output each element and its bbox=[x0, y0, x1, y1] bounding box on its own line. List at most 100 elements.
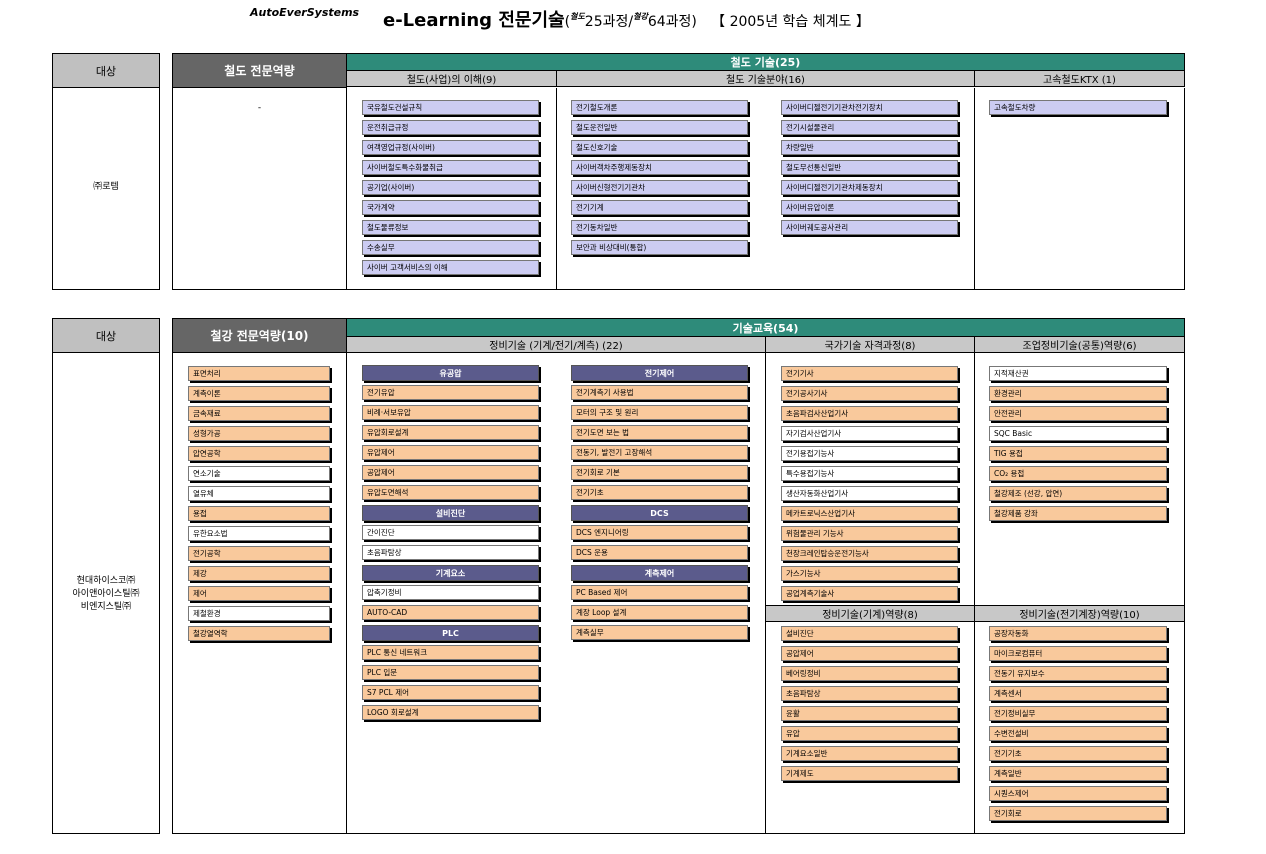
course-item[interactable]: 사이버궤도공사관리 bbox=[781, 220, 958, 235]
course-item[interactable]: 여객영업규정(사이버) bbox=[362, 140, 539, 155]
course-item[interactable]: 전기공사기사 bbox=[781, 386, 958, 401]
course-item[interactable]: 전기철도개론 bbox=[571, 100, 748, 115]
course-item[interactable]: DCS 엔지니어링 bbox=[571, 525, 748, 540]
course-item[interactable]: 공장자동화 bbox=[989, 626, 1167, 641]
course-item[interactable]: 제철환경 bbox=[188, 606, 330, 621]
course-item[interactable]: 안전관리 bbox=[989, 406, 1167, 421]
course-item[interactable]: 용접 bbox=[188, 506, 330, 521]
course-item[interactable]: 천장크레인탑승운전기능사 bbox=[781, 546, 958, 561]
course-item[interactable]: 환경관리 bbox=[989, 386, 1167, 401]
course-item[interactable]: 연소기술 bbox=[188, 466, 330, 481]
course-item[interactable]: 유압 bbox=[781, 726, 958, 741]
course-item[interactable]: 공업계측기술사 bbox=[781, 586, 958, 601]
course-item[interactable]: DCS 운용 bbox=[571, 545, 748, 560]
course-item[interactable]: S7 PCL 제어 bbox=[362, 685, 539, 700]
course-item[interactable]: 가스기능사 bbox=[781, 566, 958, 581]
course-item[interactable]: 공기업(사이버) bbox=[362, 180, 539, 195]
course-item[interactable]: 전동기, 발전기 고장해석 bbox=[571, 445, 748, 460]
course-item[interactable]: 전기기초 bbox=[571, 485, 748, 500]
course-item[interactable]: 기계제도 bbox=[781, 766, 958, 781]
course-item[interactable]: 압축기정비 bbox=[362, 585, 539, 600]
course-item[interactable]: 보안과 비상대비(통합) bbox=[571, 240, 748, 255]
course-item[interactable]: 생산자동화산업기사 bbox=[781, 486, 958, 501]
course-item[interactable]: 유압회로설계 bbox=[362, 425, 539, 440]
course-item[interactable]: 운전취급규정 bbox=[362, 120, 539, 135]
course-item[interactable]: 금속재료 bbox=[188, 406, 330, 421]
course-item[interactable]: 특수용접기능사 bbox=[781, 466, 958, 481]
course-item[interactable]: 전동기 유지보수 bbox=[989, 666, 1167, 681]
course-item[interactable]: 비례·서보유압 bbox=[362, 405, 539, 420]
course-item[interactable]: 철강제품 강좌 bbox=[989, 506, 1167, 521]
course-item[interactable]: 유한요소법 bbox=[188, 526, 330, 541]
course-item[interactable]: 전기도면 보는 법 bbox=[571, 425, 748, 440]
course-item[interactable]: 사이버신형전기기관차 bbox=[571, 180, 748, 195]
course-item[interactable]: 계측센서 bbox=[989, 686, 1167, 701]
course-item[interactable]: PC Based 제어 bbox=[571, 585, 748, 600]
course-item[interactable]: 열유체 bbox=[188, 486, 330, 501]
course-item[interactable]: 초음파검사산업기사 bbox=[781, 406, 958, 421]
course-item[interactable]: 사이버객차주행제동장치 bbox=[571, 160, 748, 175]
course-item[interactable]: 전기회로 기본 bbox=[571, 465, 748, 480]
course-item[interactable]: 철강제조 (선강, 압연) bbox=[989, 486, 1167, 501]
course-item[interactable]: 수송실무 bbox=[362, 240, 539, 255]
course-item[interactable]: 고속철도차량 bbox=[989, 100, 1167, 115]
course-item[interactable]: 압연공학 bbox=[188, 446, 330, 461]
course-item[interactable]: 계측실무 bbox=[571, 625, 748, 640]
course-item[interactable]: 전기계측기 사용법 bbox=[571, 385, 748, 400]
course-item[interactable]: 계장 Loop 설계 bbox=[571, 605, 748, 620]
course-item[interactable]: 시퀀스제어 bbox=[989, 786, 1167, 801]
course-item[interactable]: 국유철도건설규칙 bbox=[362, 100, 539, 115]
course-item[interactable]: 간이진단 bbox=[362, 525, 539, 540]
course-item[interactable]: 전기유압 bbox=[362, 385, 539, 400]
course-item[interactable]: 공압제어 bbox=[362, 465, 539, 480]
course-item[interactable]: 초음파탐상 bbox=[362, 545, 539, 560]
course-item[interactable]: 공압제어 bbox=[781, 646, 958, 661]
course-item[interactable]: 사이버디젤전기기관차제동장치 bbox=[781, 180, 958, 195]
course-item[interactable]: LOGO 회로설계 bbox=[362, 705, 539, 720]
course-item[interactable]: 차량일반 bbox=[781, 140, 958, 155]
course-item[interactable]: 전기기초 bbox=[989, 746, 1167, 761]
course-item[interactable]: 사이버 고객서비스의 이해 bbox=[362, 260, 539, 275]
course-item[interactable]: 설비진단 bbox=[781, 626, 958, 641]
course-item[interactable]: 전기공학 bbox=[188, 546, 330, 561]
course-item[interactable]: 철도무선통신일반 bbox=[781, 160, 958, 175]
course-item[interactable]: 철강열역학 bbox=[188, 626, 330, 641]
course-item[interactable]: 전기기사 bbox=[781, 366, 958, 381]
course-item[interactable]: 철도운전일반 bbox=[571, 120, 748, 135]
course-item[interactable]: 지적재산권 bbox=[989, 366, 1167, 381]
course-item[interactable]: 전기용접기능사 bbox=[781, 446, 958, 461]
course-item[interactable]: 계측이론 bbox=[188, 386, 330, 401]
course-item[interactable]: PLC 입문 bbox=[362, 665, 539, 680]
course-item[interactable]: 전기정비실무 bbox=[989, 706, 1167, 721]
course-item[interactable]: 전기기계 bbox=[571, 200, 748, 215]
course-item[interactable]: 기계요소일반 bbox=[781, 746, 958, 761]
course-item[interactable]: 사이버유압이론 bbox=[781, 200, 958, 215]
course-item[interactable]: 전기시설물관리 bbox=[781, 120, 958, 135]
course-item[interactable]: SQC Basic bbox=[989, 426, 1167, 441]
course-item[interactable]: 성형가공 bbox=[188, 426, 330, 441]
course-item[interactable]: 베어링정비 bbox=[781, 666, 958, 681]
course-item[interactable]: CO₂ 용접 bbox=[989, 466, 1167, 481]
course-item[interactable]: 모터의 구조 및 원리 bbox=[571, 405, 748, 420]
course-item[interactable]: 수변전설비 bbox=[989, 726, 1167, 741]
course-item[interactable]: 계측일반 bbox=[989, 766, 1167, 781]
course-item[interactable]: AUTO-CAD bbox=[362, 605, 539, 620]
course-item[interactable]: 철도물류정보 bbox=[362, 220, 539, 235]
course-item[interactable]: 표면처리 bbox=[188, 366, 330, 381]
course-item[interactable]: 자기검사산업기사 bbox=[781, 426, 958, 441]
course-item[interactable]: TIG 용접 bbox=[989, 446, 1167, 461]
course-item[interactable]: 윤활 bbox=[781, 706, 958, 721]
course-item[interactable]: 국가계약 bbox=[362, 200, 539, 215]
course-item[interactable]: 전기회로 bbox=[989, 806, 1167, 821]
course-item[interactable]: 사이버디젤전기기관차전기장치 bbox=[781, 100, 958, 115]
course-item[interactable]: 사이버철도특수화물취급 bbox=[362, 160, 539, 175]
course-item[interactable]: 마이크로컴퓨터 bbox=[989, 646, 1167, 661]
course-item[interactable]: 초음파탐상 bbox=[781, 686, 958, 701]
course-item[interactable]: 제어 bbox=[188, 586, 330, 601]
course-item[interactable]: 유압도면해석 bbox=[362, 485, 539, 500]
course-item[interactable]: PLC 통신 네트워크 bbox=[362, 645, 539, 660]
course-item[interactable]: 제강 bbox=[188, 566, 330, 581]
course-item[interactable]: 메카트로닉스산업기사 bbox=[781, 506, 958, 521]
course-item[interactable]: 위험물관리 기능사 bbox=[781, 526, 958, 541]
course-item[interactable]: 전기동차일반 bbox=[571, 220, 748, 235]
